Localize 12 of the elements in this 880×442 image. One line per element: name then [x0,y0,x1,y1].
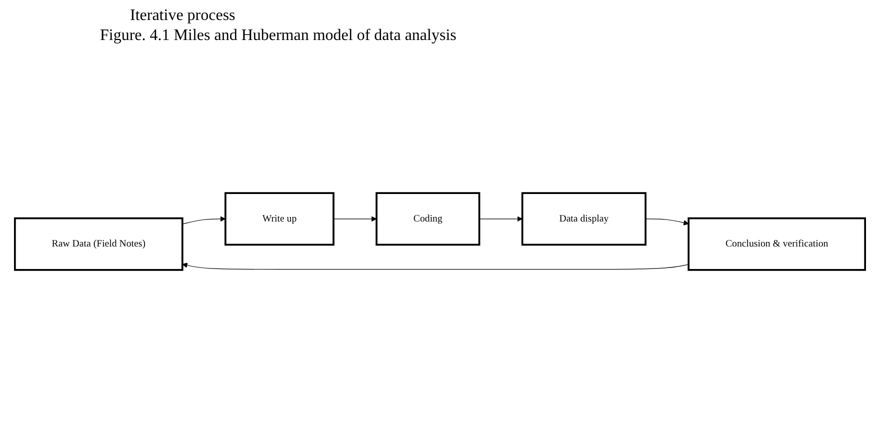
arrow [478,216,523,222]
arrow [645,218,689,225]
node-box: Raw Data (Field Notes) [14,216,184,270]
arrow [333,216,377,222]
arrow [182,262,689,270]
node-box: Data display [521,192,646,246]
node-box: Write up [224,192,334,246]
note-text: Iterative process [129,7,236,24]
node-box: Coding [376,192,480,246]
figure-title: Figure. 4.1 Miles and Huberman model of data analysis [100,27,456,44]
node-box: Conclusion & verification [688,216,866,270]
arrow [182,216,226,224]
